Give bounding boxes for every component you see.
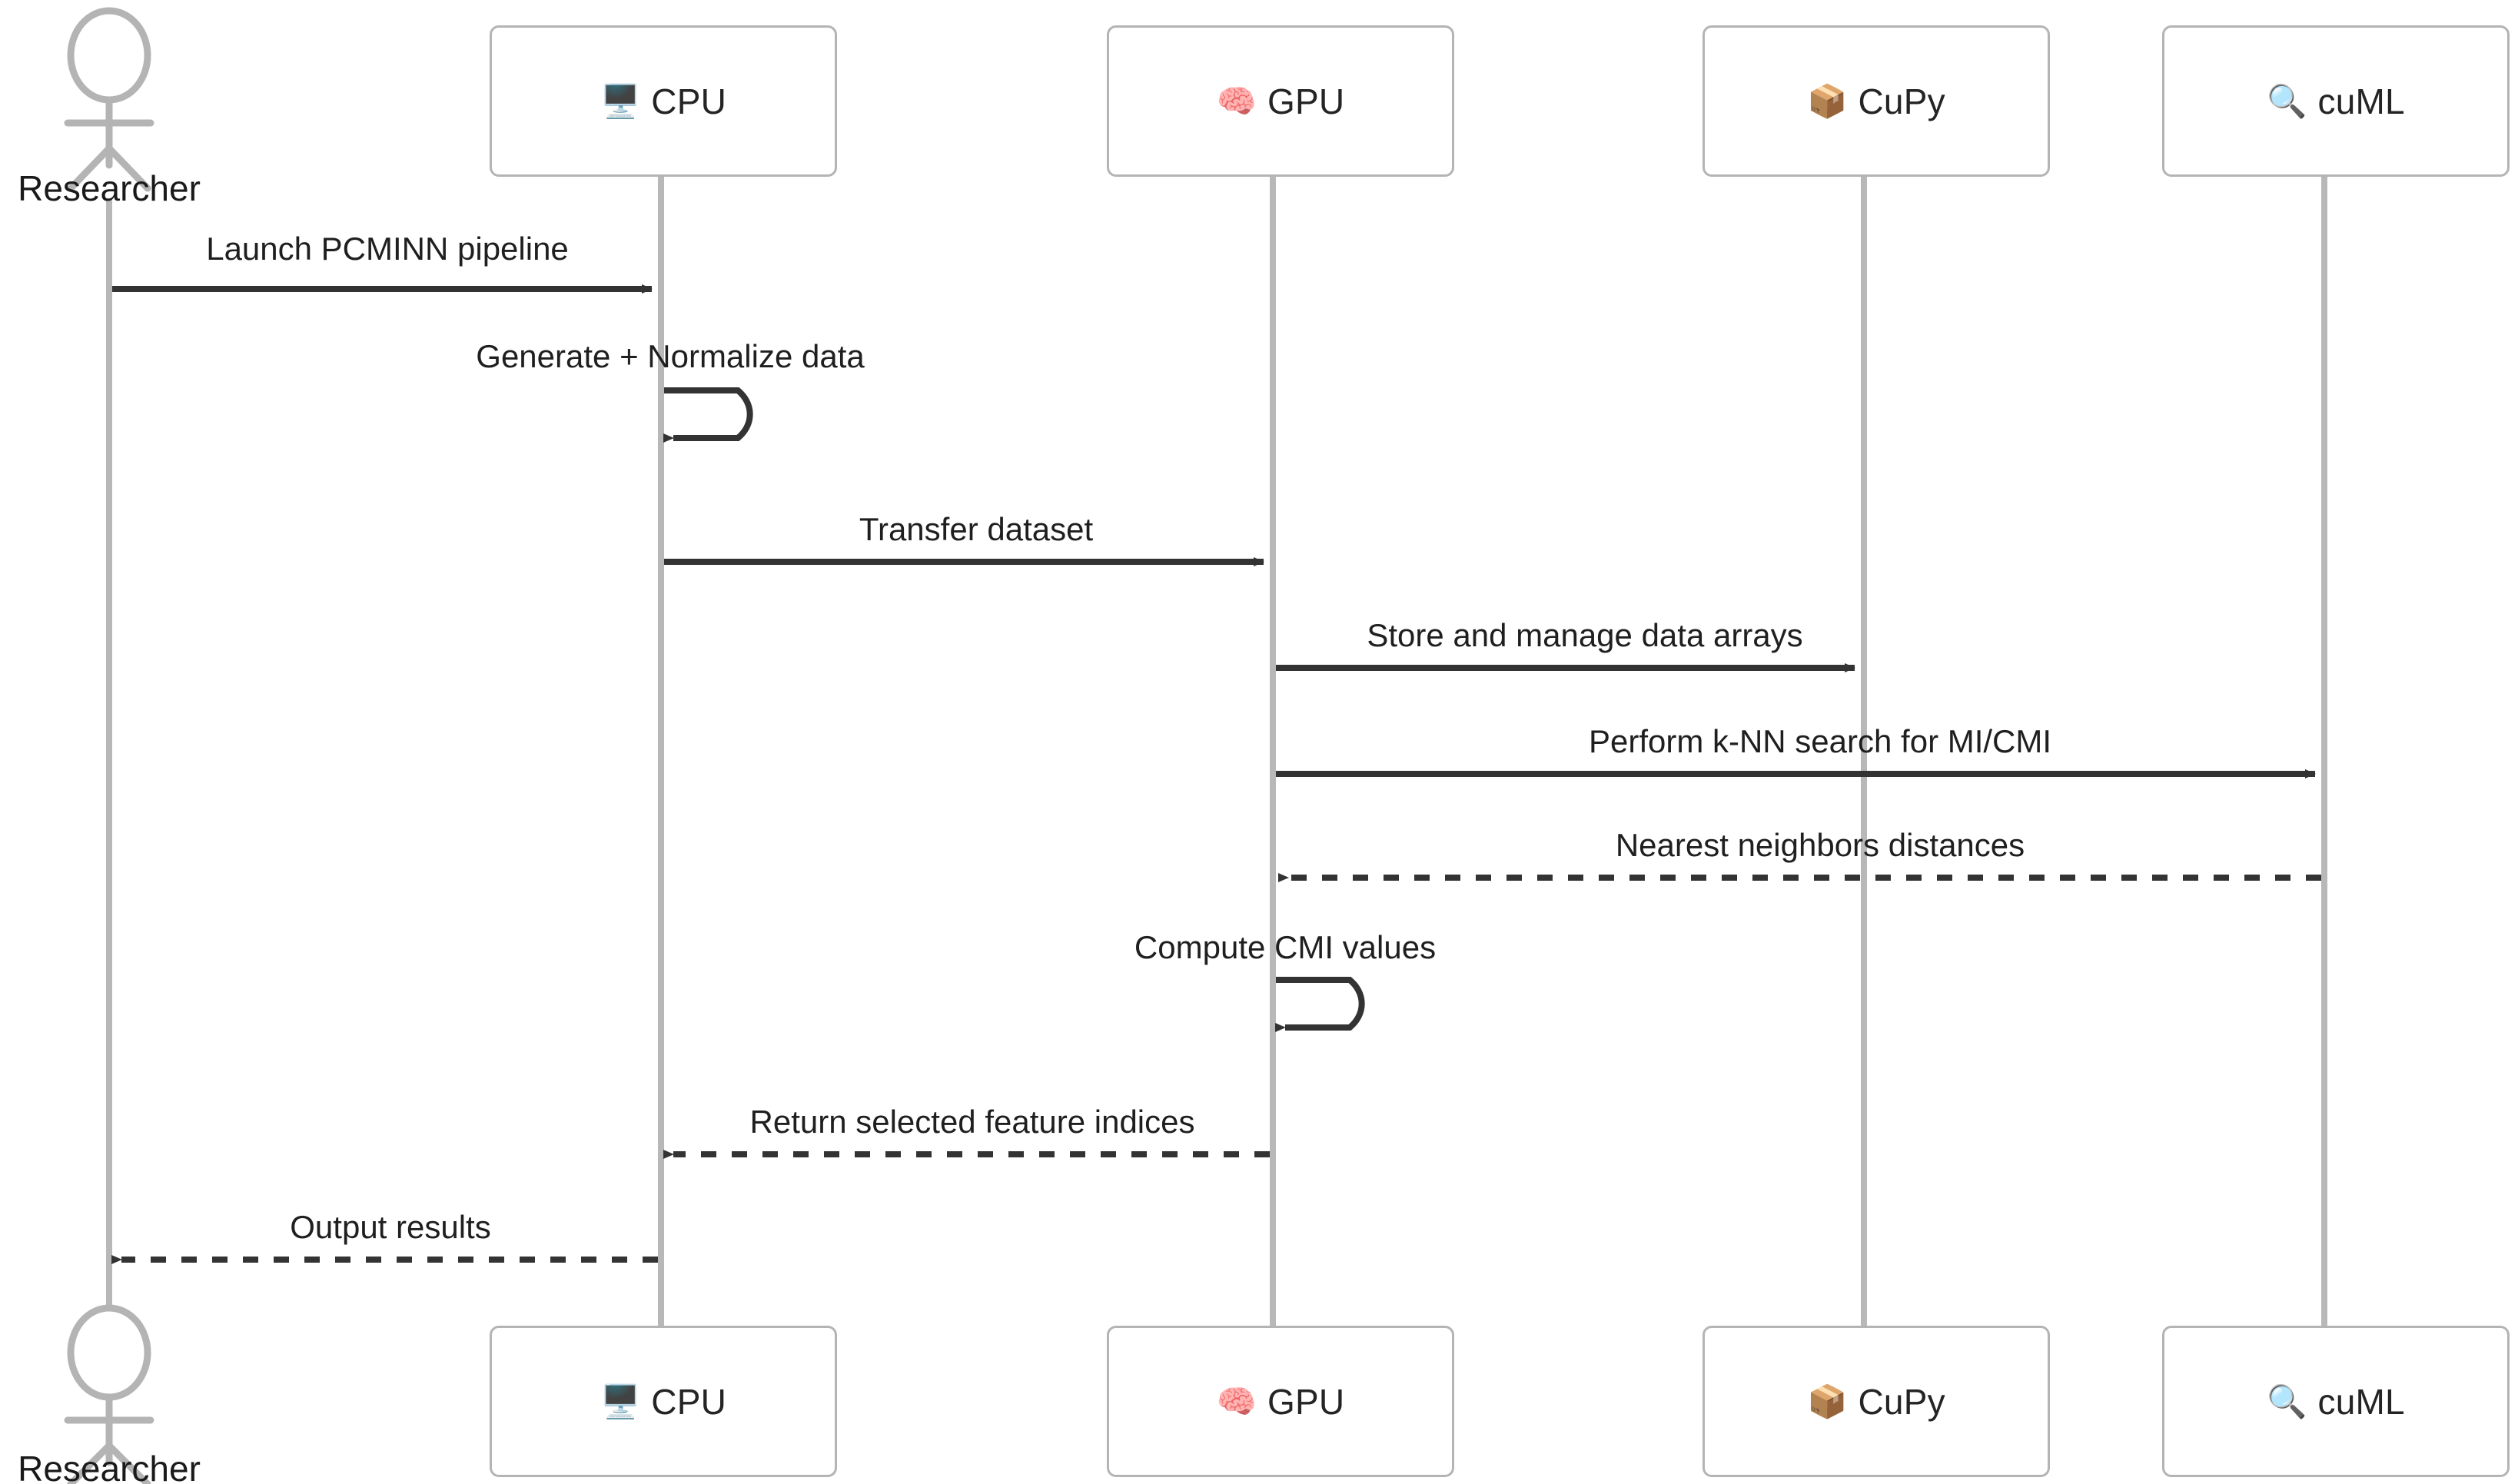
participant-label-gpu: GPU [1267,81,1345,121]
participant-label-gpu: GPU [1267,1381,1345,1422]
participant-box-cuml-top[interactable]: 🔍 cuML [2162,25,2510,177]
desktop-computer-icon: 🖥️ [600,1383,641,1419]
magnifying-glass-icon: 🔍 [2267,82,2307,119]
message-label-m8: Return selected feature indices [749,1104,1195,1140]
message-label-m1: Launch PCMINN pipeline [206,231,569,267]
participant-box-cpu-top[interactable]: 🖥️ CPU [490,25,837,177]
participant-box-gpu-bottom[interactable]: 🧠 GPU [1107,1326,1454,1477]
participant-label-cupy: CuPy [1858,1381,1945,1422]
message-label-m4: Store and manage data arrays [1367,617,1803,653]
message-arrow-m2 [663,387,753,443]
participant-label-cupy: CuPy [1858,81,1945,121]
message-label-m7: Compute CMI values [1134,929,1437,965]
message-arrow-m7 [1275,977,1365,1032]
message-label-m2: Generate + Normalize data [476,338,865,374]
participant-label-cpu: CPU [651,81,727,121]
brain-icon: 🧠 [1216,1383,1257,1419]
actor-label-researcher-top: Researcher [18,168,201,208]
package-box-icon: 📦 [1807,1383,1848,1419]
actor-figure-bottom [64,1304,154,1484]
message-label-m3: Transfer dataset [859,511,1094,547]
participant-box-cpu-bottom[interactable]: 🖥️ CPU [490,1326,837,1477]
participant-label-cpu: CPU [651,1381,727,1422]
message-label-m9: Output results [290,1209,491,1245]
participant-label-cuml: cuML [2317,1381,2405,1422]
participant-box-cuml-bottom[interactable]: 🔍 cuML [2162,1326,2510,1477]
participant-box-cupy-bottom[interactable]: 📦 CuPy [1702,1326,2050,1477]
desktop-computer-icon: 🖥️ [600,82,641,119]
participant-box-cupy-top[interactable]: 📦 CuPy [1702,25,2050,177]
actor-label-researcher-bottom: Researcher [18,1449,201,1484]
message-label-m5: Perform k-NN search for MI/CMI [1588,723,2052,759]
actor-figure-top [64,7,154,192]
package-box-icon: 📦 [1807,82,1848,119]
participant-box-gpu-top[interactable]: 🧠 GPU [1107,25,1454,177]
participant-label-cuml: cuML [2317,81,2405,121]
message-label-m6: Nearest neighbors distances [1615,827,2025,863]
magnifying-glass-icon: 🔍 [2267,1383,2307,1419]
brain-icon: 🧠 [1216,82,1257,119]
lifelines [106,177,2327,1326]
